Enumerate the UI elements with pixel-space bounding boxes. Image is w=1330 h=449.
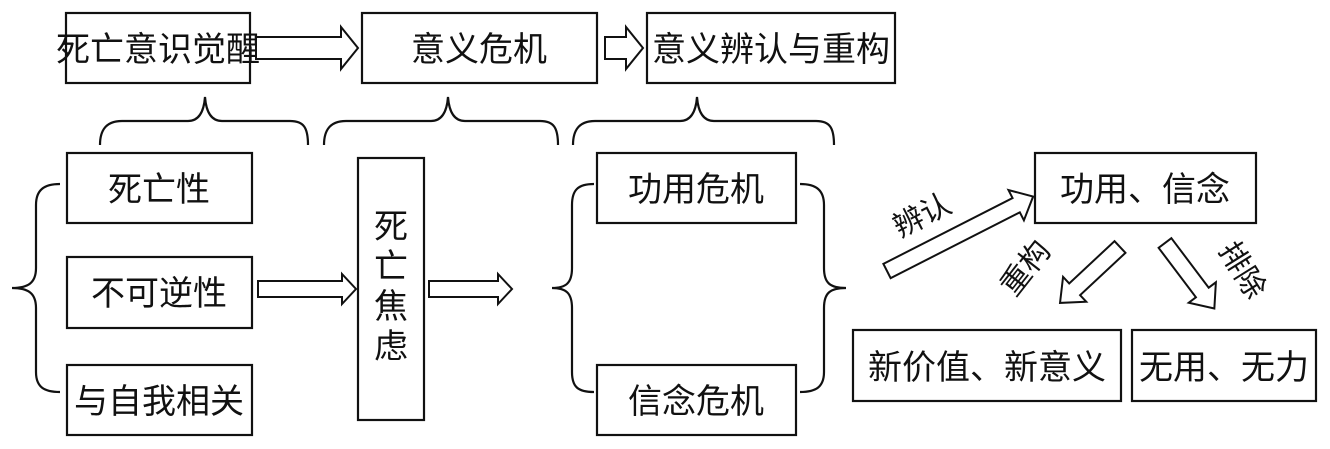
stage-death-awareness-label: 死亡意识觉醒: [56, 30, 260, 70]
cause-box-mortality: [65, 151, 254, 225]
arrow-causes-to-anxiety: [257, 271, 358, 307]
brace-stage3: [571, 96, 836, 146]
brace-crises-left: [551, 182, 595, 394]
death-anxiety-char-2: 亡: [374, 247, 408, 287]
result-box-excluded: [1130, 328, 1318, 403]
cause-box-self-related: [65, 363, 254, 437]
arrow-rebuild: [1058, 239, 1127, 304]
crisis-box-belief: [595, 363, 798, 437]
result-box-new-meaning: [851, 328, 1123, 403]
cause-box-irreversibility: [65, 255, 254, 330]
arrow-identify: [882, 188, 1035, 280]
source-label-utility-belief: 功用、信念: [1060, 170, 1230, 210]
stage-death-awareness-box: [64, 11, 252, 85]
stage-meaning-reconstruction-label: 意义辨认与重构: [652, 30, 890, 70]
death-anxiety-char-3: 焦: [374, 287, 408, 327]
rebuild-label: 重构: [994, 234, 1059, 303]
cause-label-mortality: 死亡性: [108, 170, 210, 210]
death-anxiety-box: [356, 156, 426, 422]
brace-stage2: [322, 96, 560, 146]
stage-meaning-reconstruction-box: [645, 11, 897, 85]
brace-crises-right: [799, 182, 847, 394]
result-label-excluded: 无用、无力: [1139, 348, 1309, 388]
source-box-utility-belief: [1033, 151, 1258, 225]
stage-meaning-crisis-box: [360, 11, 599, 85]
death-anxiety-char-1: 死: [374, 207, 408, 247]
brace-causes: [11, 182, 61, 394]
crisis-label-belief: 信念危机: [628, 382, 764, 422]
exclude-label: 排除: [1211, 236, 1272, 305]
cause-label-irreversibility: 不可逆性: [91, 274, 227, 314]
crisis-box-utility: [595, 151, 798, 225]
stage-meaning-crisis-label: 意义危机: [411, 30, 547, 70]
death-anxiety-char-4: 虑: [374, 327, 408, 367]
cause-label-self-related: 与自我相关: [74, 382, 244, 422]
arrow-exclude: [1157, 236, 1218, 310]
arrow-anxiety-to-crises: [428, 271, 514, 307]
result-label-new-meaning: 新价值、新意义: [868, 348, 1106, 388]
brace-stage1: [98, 96, 310, 146]
crisis-label-utility: 功用危机: [628, 170, 764, 210]
arrow-stage2-to-stage3: [604, 24, 645, 72]
arrow-stage1-to-stage2: [255, 24, 360, 72]
